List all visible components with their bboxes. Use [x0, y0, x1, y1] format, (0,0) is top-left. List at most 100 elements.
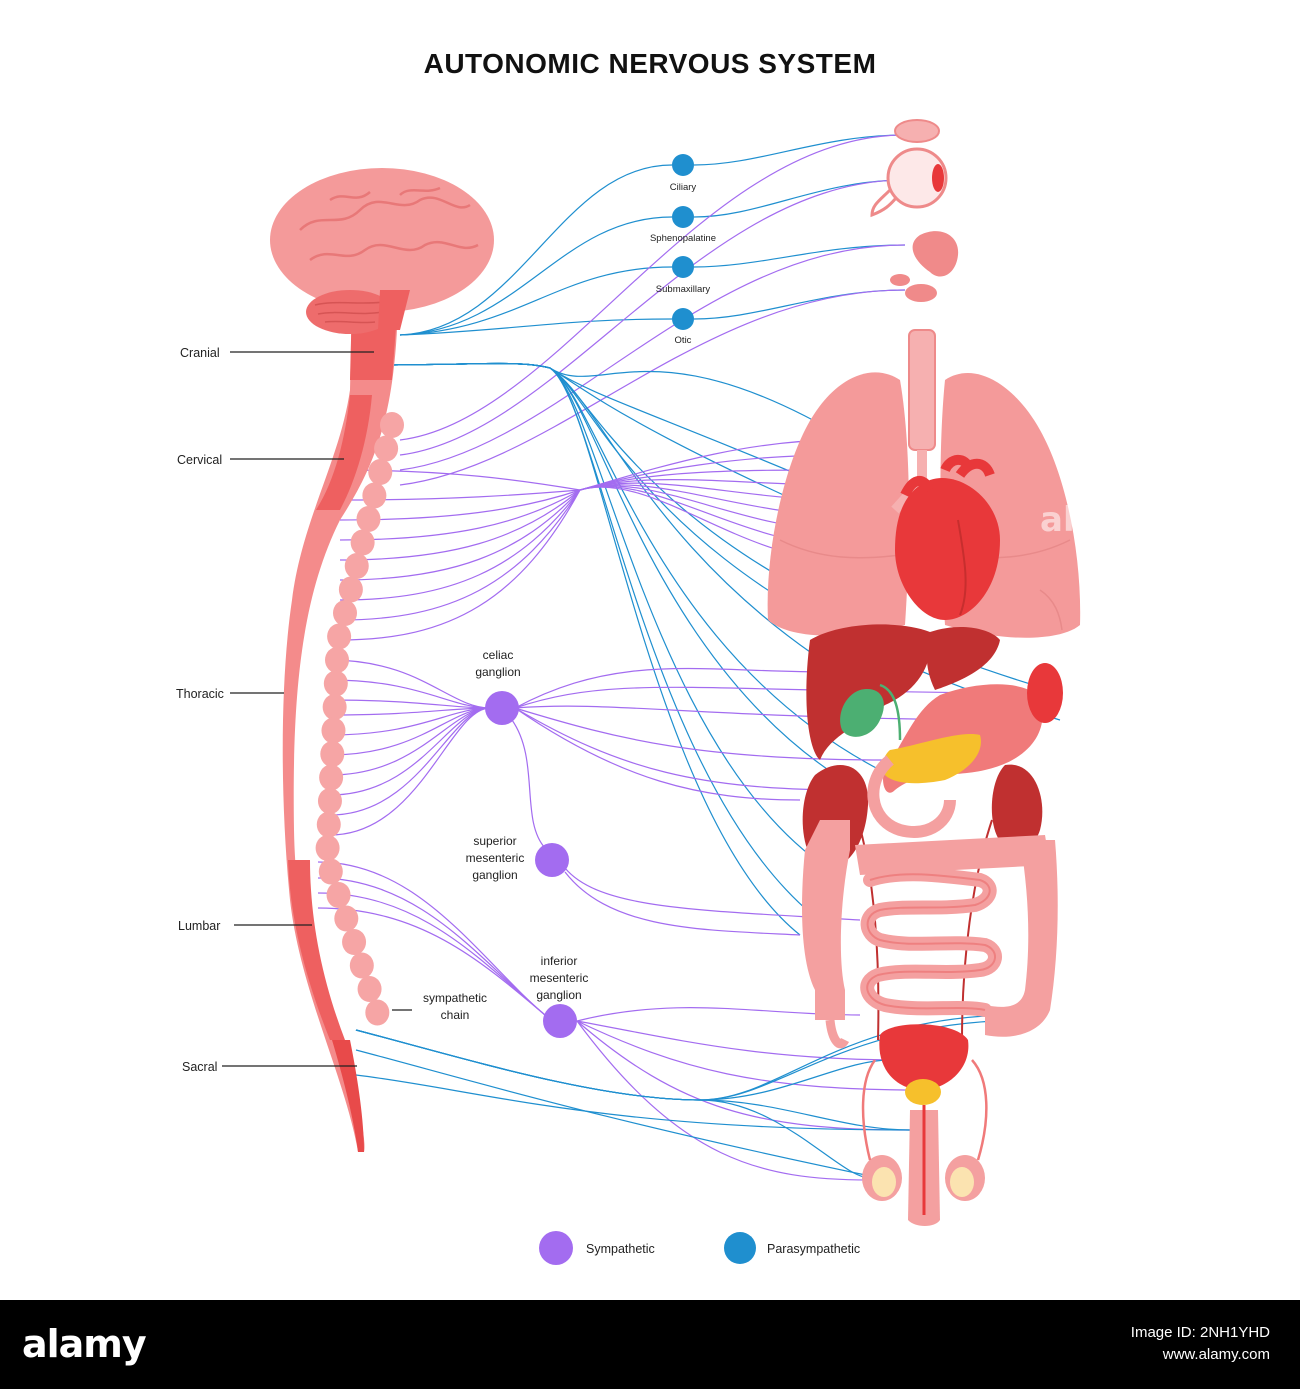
chain-bead — [323, 670, 348, 697]
diagram-canvas: AUTONOMIC NERVOUS SYSTEM — [176, 48, 1081, 1265]
label-sphenopalatine: Sphenopalatine — [650, 233, 716, 244]
chain-bead — [317, 788, 342, 814]
organs — [767, 119, 1081, 1226]
nerve-line — [564, 867, 861, 921]
chain-bead — [326, 882, 351, 908]
nerve-line — [514, 707, 801, 801]
nervous-system-illustration: Cranial Cervical Thoracic Lumbar Sacral — [176, 119, 1081, 1265]
small-intestine-outline — [866, 873, 996, 1011]
celiac-ganglion-node — [485, 691, 519, 725]
watermark-footer: alamy Image ID: 2NH1YHD www.alamy.com — [0, 1300, 1300, 1389]
nerve-line — [576, 1020, 906, 1061]
nerve-line — [355, 1074, 911, 1131]
label-thoracic: Thoracic — [176, 687, 224, 701]
nerve-line — [329, 699, 491, 709]
chain-bead — [327, 623, 352, 650]
nerve-line — [339, 454, 841, 501]
nerve-line — [339, 479, 841, 541]
nerve-line — [514, 667, 831, 709]
sacral-segment — [332, 1040, 364, 1152]
cerebrum — [270, 168, 494, 312]
brain-folds — [299, 186, 479, 262]
nerve-line — [339, 486, 841, 621]
nerve-line — [514, 686, 1041, 709]
sympathetic-ganglia: celiac ganglion superior mesenteric gang… — [423, 648, 588, 1038]
brain-stem — [378, 290, 410, 330]
chain-bead — [362, 482, 387, 509]
chain-bead — [322, 694, 347, 720]
label-inferior-1: inferior — [541, 954, 578, 968]
gallbladder — [840, 689, 884, 737]
superior-mesenteric-ganglion-node — [535, 843, 569, 877]
alamy-logo: alamy — [22, 1322, 147, 1366]
image-id: Image ID: 2NH1YHD — [1130, 1324, 1270, 1341]
chain-bead — [356, 506, 381, 532]
diagram-title: AUTONOMIC NERVOUS SYSTEM — [423, 48, 877, 79]
chain-bead — [333, 600, 357, 626]
label-celiac-2: ganglion — [475, 665, 520, 679]
label-superior-3: ganglion — [472, 868, 517, 882]
legend: Sympathetic Parasympathetic — [539, 1231, 860, 1265]
bladder — [879, 1024, 969, 1090]
nerve-line — [339, 482, 841, 561]
chain-bead — [315, 835, 340, 861]
nerve-line — [399, 216, 673, 336]
label-sacral: Sacral — [182, 1060, 217, 1074]
nerve-line — [384, 362, 801, 936]
sphenopalatine-ganglion-node — [672, 206, 694, 228]
lumbar-segment — [288, 860, 345, 1040]
nerve-line — [693, 289, 906, 320]
nerve-line — [576, 1020, 911, 1131]
appendix — [825, 1019, 850, 1049]
nerve-line — [576, 1020, 871, 1181]
chain-bead — [368, 459, 393, 485]
nerve-line — [514, 705, 1041, 721]
pancreas — [882, 733, 981, 784]
chain-bead — [316, 811, 341, 838]
left-lung — [767, 372, 909, 636]
duodenum — [867, 755, 956, 838]
nerve-line — [329, 707, 491, 836]
chain-bead — [374, 435, 399, 462]
nerve-line — [329, 707, 491, 776]
label-submaxillary: Submaxillary — [656, 284, 711, 295]
bile-duct — [879, 683, 902, 741]
nerve-line — [355, 1029, 871, 1179]
submaxillary-ganglion-node — [672, 256, 694, 278]
nerve-line — [339, 486, 841, 641]
label-cervical: Cervical — [177, 453, 222, 467]
label-ciliary: Ciliary — [670, 182, 697, 193]
label-chain-1: sympathetic — [423, 991, 487, 1005]
right-testis-inner — [950, 1167, 974, 1197]
chain-bead — [318, 858, 343, 885]
nerve-line — [693, 134, 906, 166]
legend-parasympathetic-label: Parasympathetic — [767, 1242, 860, 1256]
nerve-line — [329, 707, 491, 796]
label-inferior-2: mesenteric — [530, 971, 589, 985]
chain-bead — [320, 741, 345, 767]
brain — [270, 168, 494, 334]
chain-bead — [357, 976, 382, 1002]
label-lumbar: Lumbar — [178, 919, 220, 933]
nerve-line — [514, 707, 851, 791]
chain-bead — [334, 905, 359, 932]
chain-bead — [321, 717, 346, 744]
label-inferior-3: ganglion — [536, 988, 581, 1002]
watermark-ids: Image ID: 2NH1YHD www.alamy.com — [1131, 1322, 1270, 1366]
nerve-line — [693, 244, 906, 268]
label-cranial: Cranial — [180, 346, 220, 360]
nerve-line — [355, 1049, 881, 1179]
sympathetic-chain-beads — [315, 412, 404, 1026]
otic-ganglion-node — [672, 308, 694, 330]
chain-bead — [338, 576, 363, 603]
ciliary-ganglion-node — [672, 154, 694, 176]
chain-bead — [365, 999, 390, 1026]
lacrimal-gland — [894, 119, 940, 143]
nerve-line — [329, 707, 491, 736]
label-otic: Otic — [675, 335, 692, 346]
left-testis-inner — [872, 1167, 896, 1197]
nerve-line — [399, 134, 906, 441]
nerve-line — [329, 707, 491, 716]
prostate — [905, 1079, 941, 1105]
chain-bead — [325, 647, 349, 673]
